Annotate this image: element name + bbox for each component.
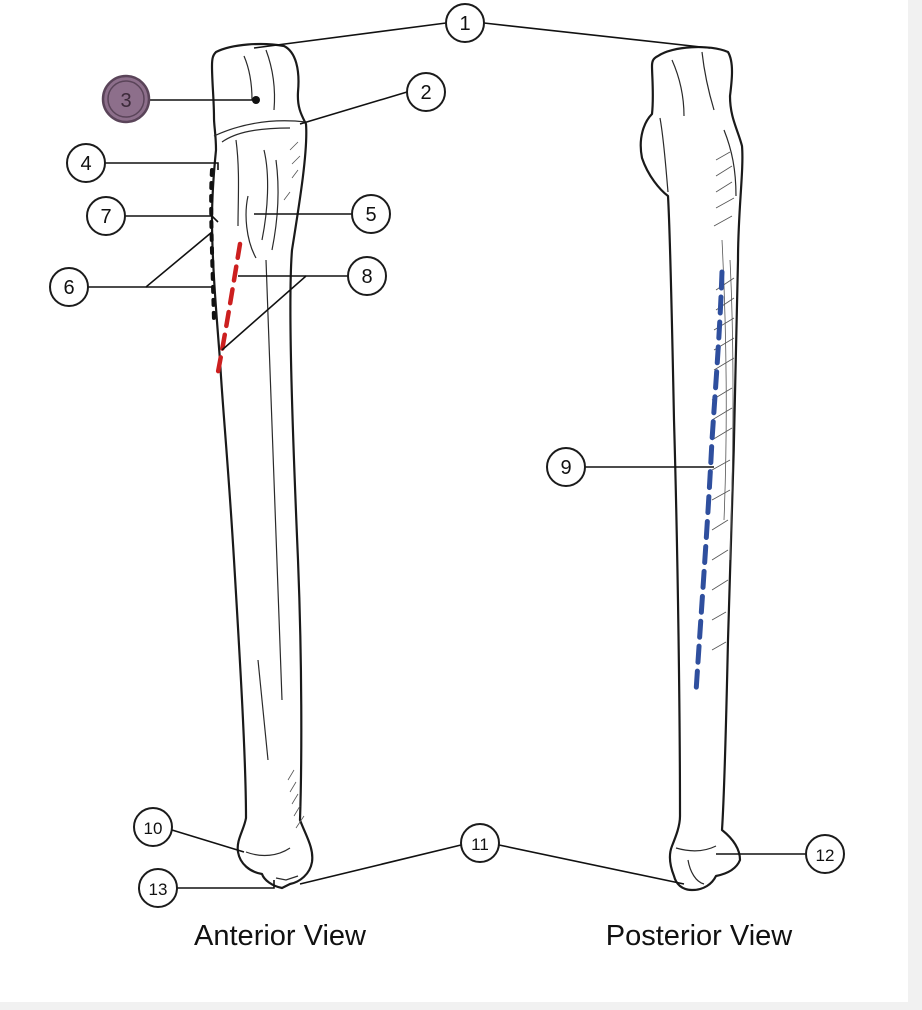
- posterior-blue-dashed-line: [693, 269, 725, 695]
- diagram-panel: 1 2 3 4 5 6 7 8 9 10 11 12: [0, 0, 908, 1002]
- callout-12-label: 12: [816, 846, 835, 865]
- callout-10: 10: [133, 807, 173, 847]
- callout-13: 13: [138, 868, 178, 908]
- callout-7: 7: [86, 196, 126, 236]
- callout-4-label: 4: [80, 153, 91, 175]
- anterior-dotted-border: [209, 168, 216, 322]
- callout-3-highlighted[interactable]: 3: [101, 74, 151, 124]
- callout-7-label: 7: [100, 206, 111, 228]
- callout-5-label: 5: [365, 204, 376, 226]
- callout-11-label: 11: [471, 835, 489, 854]
- anterior-view-caption: Anterior View: [194, 920, 367, 952]
- callout-8-label: 8: [361, 266, 372, 288]
- callout-11: 11: [460, 823, 500, 863]
- callout-8: 8: [347, 256, 387, 296]
- anterior-tibia-bone: [210, 42, 314, 890]
- callout-13-label: 13: [149, 880, 168, 899]
- callout-6-label: 6: [63, 277, 74, 299]
- posterior-view-caption: Posterior View: [606, 920, 793, 952]
- callout-2: 2: [406, 72, 446, 112]
- callout-4: 4: [66, 143, 106, 183]
- callout-9: 9: [546, 447, 586, 487]
- anterior-red-dashed-line: [215, 241, 243, 375]
- callout-1: 1: [445, 3, 485, 43]
- callout-5: 5: [351, 194, 391, 234]
- callout-2-label: 2: [420, 82, 431, 104]
- callout-3-label: 3: [120, 90, 131, 112]
- callout-12: 12: [805, 834, 845, 874]
- callout-1-label: 1: [459, 13, 470, 35]
- leader-lines: [88, 22, 806, 889]
- callout-10-label: 10: [144, 819, 163, 838]
- callout-9-label: 9: [560, 457, 571, 479]
- callout-6: 6: [49, 267, 89, 307]
- posterior-tibia-bone: [639, 45, 744, 892]
